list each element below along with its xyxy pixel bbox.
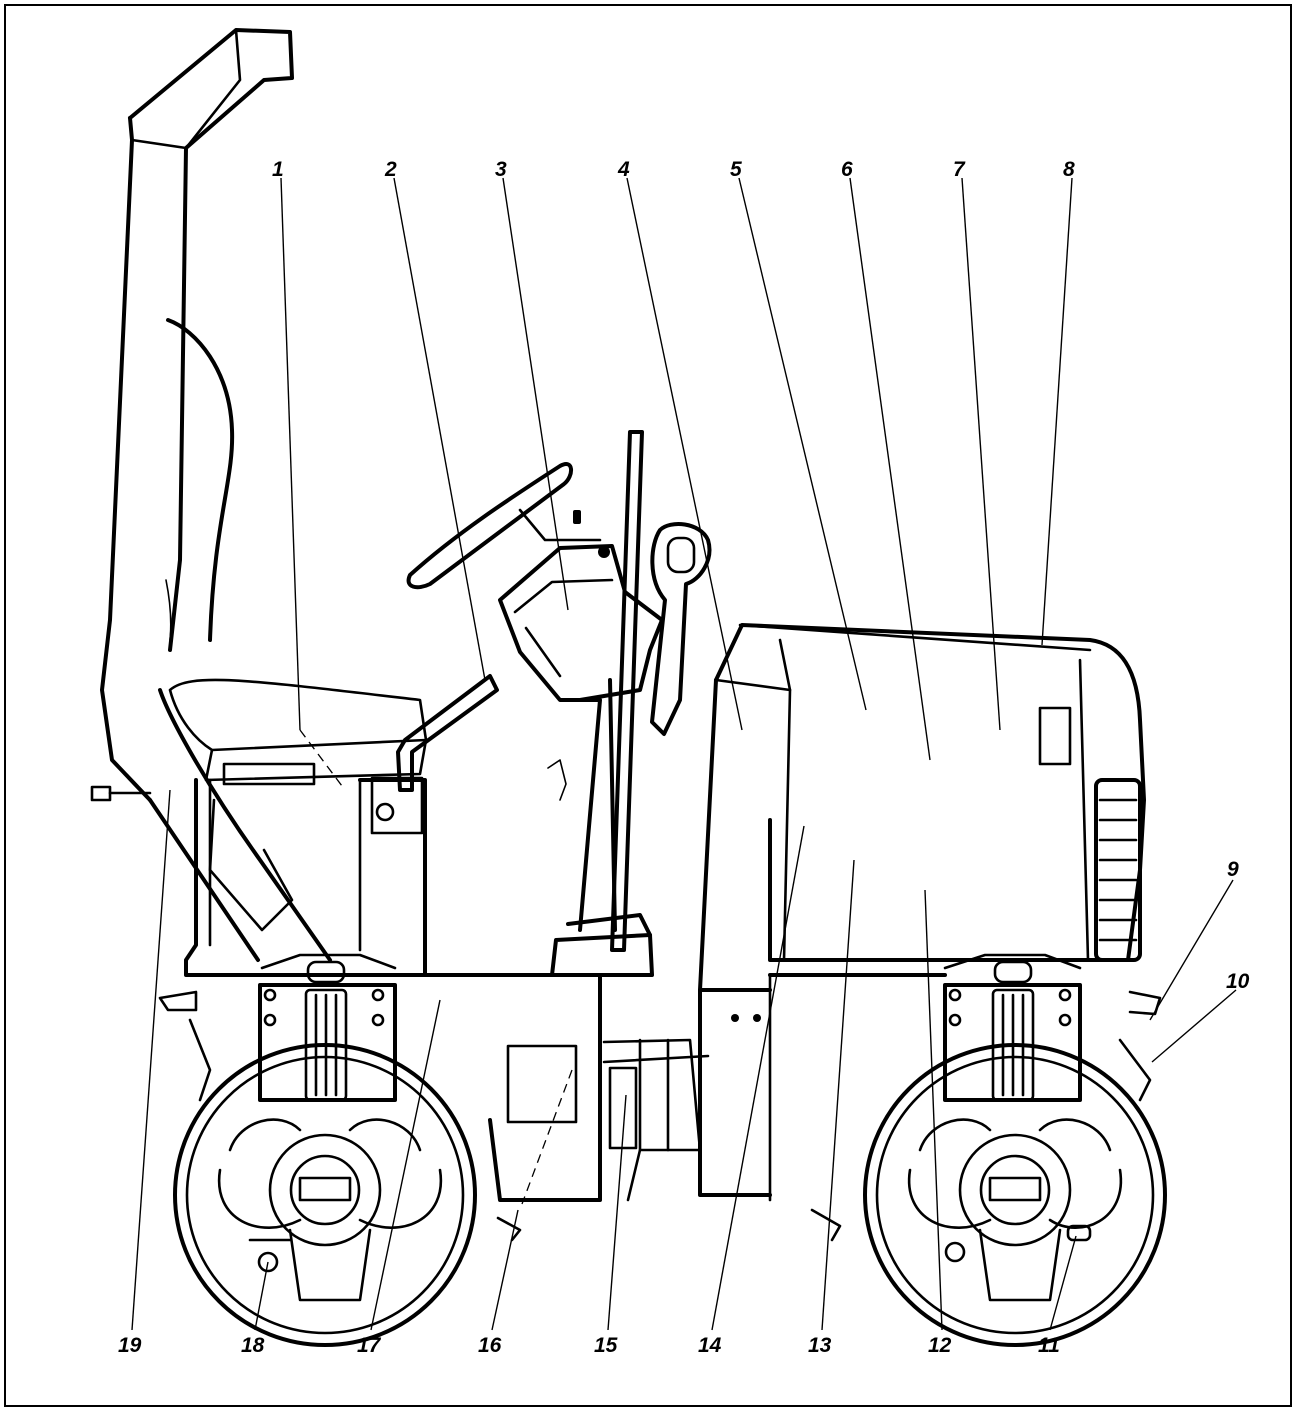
callout-14: 14	[698, 1334, 722, 1357]
callout-8: 8	[1063, 158, 1075, 181]
callout-12: 12	[928, 1334, 952, 1357]
callout-18: 18	[241, 1334, 265, 1357]
callout-16: 16	[478, 1334, 502, 1357]
rear-drum	[173, 953, 477, 1347]
operator-seat	[165, 318, 428, 791]
callout-6: 6	[841, 158, 853, 181]
engine-hood	[698, 623, 1146, 992]
callout-4: 4	[617, 158, 630, 181]
center-frame	[388, 973, 947, 1205]
steering-console	[406, 462, 664, 702]
callout-10: 10	[1226, 970, 1250, 993]
callout-11: 11	[1038, 1334, 1060, 1357]
hood-hinge	[650, 522, 712, 736]
callout-5: 5	[730, 158, 742, 181]
callout-19: 19	[118, 1334, 142, 1357]
front-drum	[863, 953, 1167, 1347]
callout-15: 15	[594, 1334, 618, 1357]
callout-3: 3	[495, 158, 507, 181]
callout-7: 7	[953, 158, 966, 181]
radiator-grille	[1094, 778, 1142, 962]
callout-13: 13	[808, 1334, 832, 1357]
callout-labels: 1 2 3 4 5 6 7 8 9 10 11 12 13 14 15 16 1…	[118, 158, 1250, 1357]
callout-9: 9	[1227, 858, 1239, 881]
control-lever	[547, 430, 654, 977]
rops-frame	[100, 28, 332, 962]
leader-lines	[131, 177, 1237, 1331]
callout-2: 2	[384, 158, 397, 181]
callout-17: 17	[357, 1334, 382, 1357]
rear-chassis	[184, 674, 499, 977]
callout-1: 1	[272, 158, 284, 181]
